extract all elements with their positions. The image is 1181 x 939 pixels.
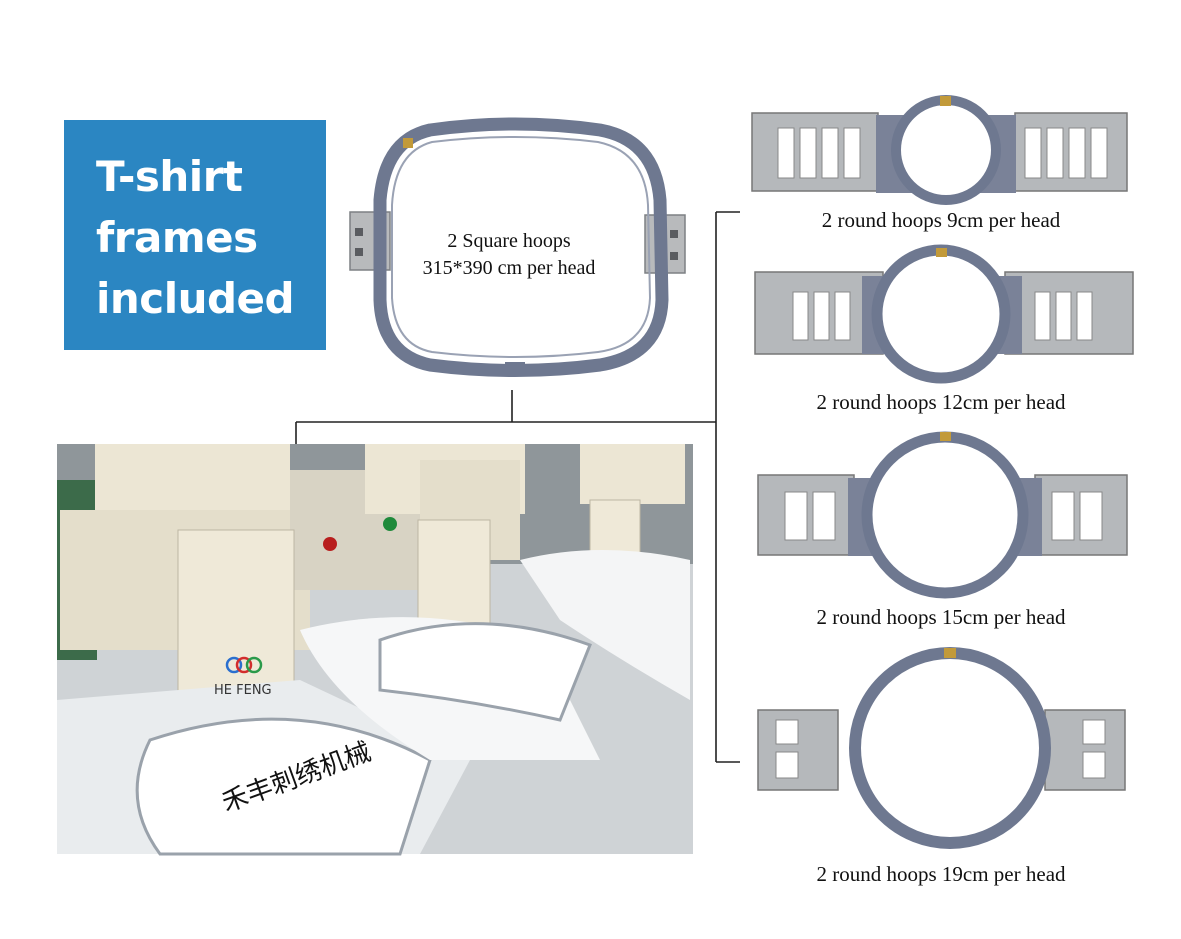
machine-brand-label: HE FENG	[214, 683, 272, 698]
badge-title: T-shirt frames included	[96, 146, 326, 329]
round-hoop-12cm-image	[754, 244, 1134, 384]
square-hoop-caption: 2 Square hoops 315*390 cm per head	[396, 228, 622, 282]
title-badge	[64, 120, 326, 350]
round-hoop-9cm-image	[751, 95, 1128, 205]
round-hoop-12cm-caption: 2 round hoops 12cm per head	[816, 390, 1066, 414]
badge-line-2: frames	[96, 213, 258, 262]
round-hoop-15cm-image	[757, 431, 1128, 599]
round-hoop-9cm-caption: 2 round hoops 9cm per head	[821, 208, 1061, 232]
square-hoop-caption-line-1: 2 Square hoops	[447, 230, 571, 252]
badge-line-3: included	[96, 274, 295, 323]
machine-photo: HE FENG 禾丰刺绣机械	[57, 444, 693, 856]
round-hoop-19cm-image	[757, 647, 1126, 849]
square-hoop-image	[349, 117, 686, 377]
round-hoop-15cm-caption: 2 round hoops 15cm per head	[816, 605, 1066, 629]
round-hoop-19cm-caption: 2 round hoops 19cm per head	[816, 862, 1066, 886]
square-hoop-caption-line-2: 315*390 cm per head	[422, 257, 596, 279]
badge-line-1: T-shirt	[96, 152, 243, 201]
